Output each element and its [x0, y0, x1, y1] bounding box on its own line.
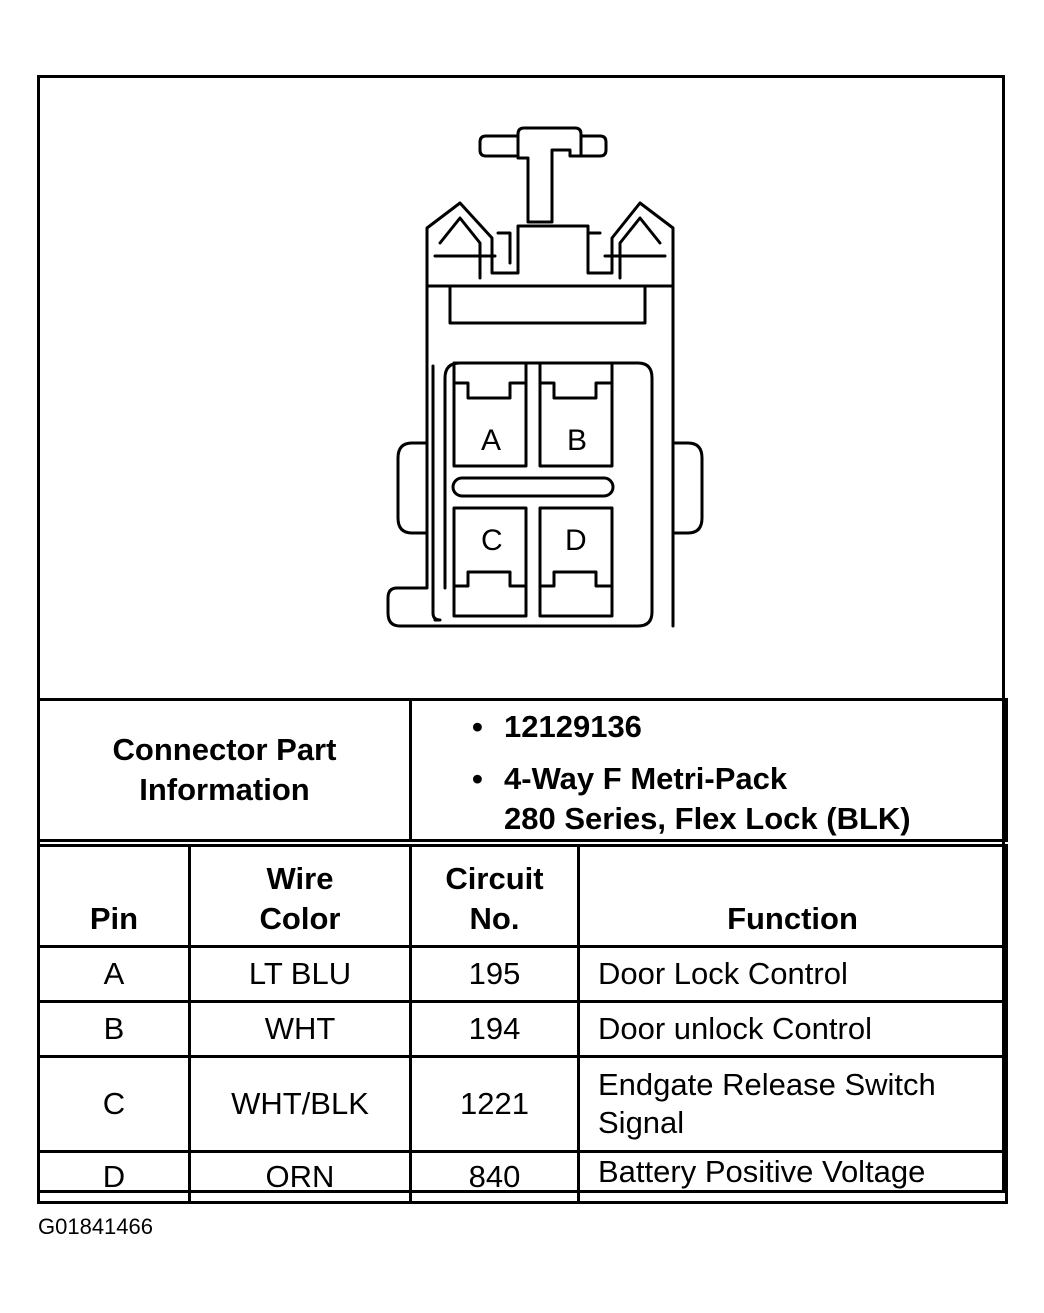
part-number: 12129136	[472, 707, 1005, 747]
connector-side-tab-left	[396, 441, 429, 535]
connector-drawing: A B C D	[386, 126, 704, 628]
cell-pin: A	[37, 945, 191, 1003]
pin-label-b: B	[567, 424, 587, 457]
terminal-b	[538, 361, 614, 468]
pin-label-c: C	[481, 524, 503, 557]
cell-circuit: 1221	[409, 1055, 580, 1153]
connector-part-info-values: 12129136 4-Way F Metri-Pack 280 Series, …	[409, 698, 1008, 842]
header-function: Function	[577, 844, 1008, 948]
pin-table-header: Pin Wire Color Circuit No. Function	[37, 844, 1008, 948]
diagram-frame: A B C D Connector Part Information 12129…	[37, 75, 1008, 1204]
cell-function: Door unlock Control	[577, 1000, 1008, 1058]
header-circuit-no: Circuit No.	[409, 844, 580, 948]
terminal-d	[538, 506, 614, 618]
table-row: C WHT/BLK 1221 Endgate Release Switch Si…	[37, 1055, 1008, 1153]
cell-function: Door Lock Control	[577, 945, 1008, 1003]
header-wire-color: Wire Color	[188, 844, 412, 948]
connector-part-info-table: Connector Part Information 12129136 4-Wa…	[37, 698, 1008, 842]
cell-wire-color: WHT/BLK	[188, 1055, 412, 1153]
terminal-separator	[451, 476, 615, 498]
cell-wire-color: ORN	[188, 1150, 412, 1204]
figure-code: G01841466	[38, 1214, 153, 1239]
connector-latch	[516, 126, 583, 224]
cell-function: Endgate Release Switch Signal	[577, 1055, 1008, 1153]
cell-wire-color: LT BLU	[188, 945, 412, 1003]
cell-circuit: 194	[409, 1000, 580, 1058]
header-pin: Pin	[37, 844, 191, 948]
cell-pin: C	[37, 1055, 191, 1153]
cell-function: Battery Positive Voltage	[577, 1150, 1008, 1204]
connector-part-info-label: Connector Part Information	[37, 698, 412, 842]
table-row: A LT BLU 195 Door Lock Control	[37, 945, 1008, 1003]
table-row: D ORN 840 Battery Positive Voltage	[37, 1150, 1008, 1204]
connector-side-tab-right	[671, 441, 704, 535]
cell-circuit: 840	[409, 1150, 580, 1204]
pin-table: Pin Wire Color Circuit No. Function A LT…	[37, 844, 1008, 1204]
cell-circuit: 195	[409, 945, 580, 1003]
cell-pin: D	[37, 1150, 191, 1204]
cell-wire-color: WHT	[188, 1000, 412, 1058]
part-description: 4-Way F Metri-Pack 280 Series, Flex Lock…	[472, 759, 1005, 839]
terminal-c	[452, 506, 528, 618]
table-row: B WHT 194 Door unlock Control	[37, 1000, 1008, 1058]
connector-diagram-area: A B C D	[40, 78, 1002, 698]
terminal-a	[452, 361, 528, 468]
cell-pin: B	[37, 1000, 191, 1058]
connector-shoulders	[425, 201, 675, 288]
pin-label-d: D	[565, 524, 587, 557]
pin-label-a: A	[481, 424, 501, 457]
